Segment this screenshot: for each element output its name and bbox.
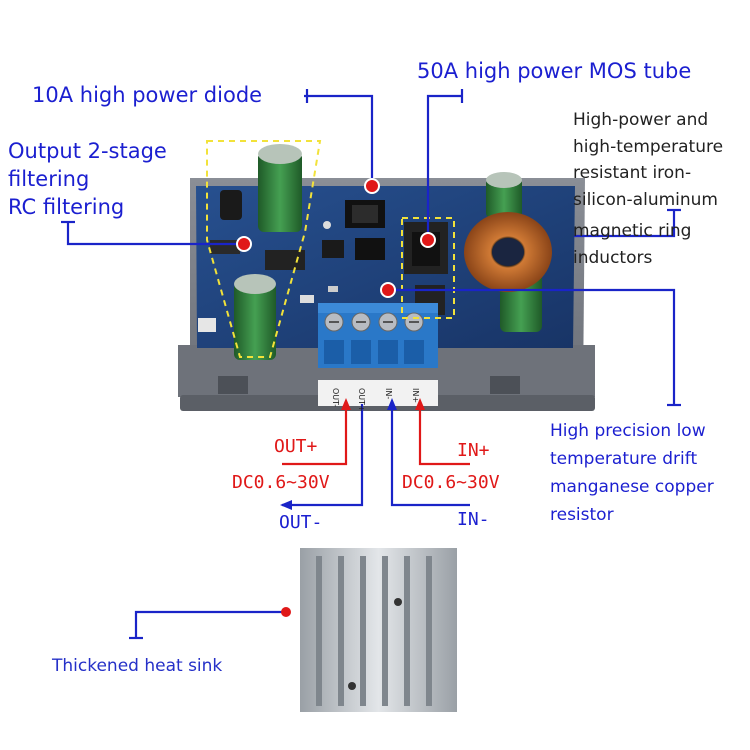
in-plus-label: IN+ <box>457 440 490 461</box>
inductor-callout-line5: magnetic ring <box>573 221 692 241</box>
resistor-callout-line3: manganese copper <box>550 477 714 497</box>
inductor-coil <box>464 212 552 292</box>
out-plus-arrow-icon <box>341 398 351 410</box>
inductor-callout-line4: silicon-aluminum <box>573 190 718 210</box>
resistor-callout-line2: temperature drift <box>550 449 698 469</box>
leader-lines <box>61 89 681 640</box>
resistor-marker-icon <box>380 282 396 298</box>
out-plus-label: OUT+ <box>274 436 318 457</box>
pin-label-in-plus: IN+ <box>411 388 420 404</box>
inductor-callout-line3: resistant iron- <box>573 163 692 183</box>
in-range-label: DC0.6~30V <box>402 472 500 493</box>
inductor-callout-line6: inductors <box>573 248 653 268</box>
mos-callout: 50A high power MOS tube <box>417 59 692 83</box>
filter-callout-line2: filtering <box>8 167 90 191</box>
mos-marker-icon <box>420 232 436 248</box>
pin-label-in-minus: IN- <box>384 388 393 400</box>
terminal-block <box>318 303 438 406</box>
filter-callout-line1: Output 2-stage <box>8 139 167 163</box>
out-minus-arrow-icon <box>280 500 292 510</box>
terminal-arrows <box>282 404 470 466</box>
inductor-callout-line2: high-temperature <box>573 137 724 157</box>
resistor-callout-line1: High precision low <box>550 421 706 441</box>
heatsink-marker-icon <box>281 607 291 617</box>
capacitors <box>220 144 542 360</box>
pin-label-out-plus: OUT+ <box>357 388 366 412</box>
heatsink-callout: Thickened heat sink <box>52 656 223 676</box>
resistor-callout-line4: resistor <box>550 505 614 525</box>
diode-callout: 10A high power diode <box>32 83 263 107</box>
out-range-label: DC0.6~30V <box>232 472 330 493</box>
diode-marker-icon <box>364 178 380 194</box>
in-minus-arrow-icon <box>387 398 397 410</box>
heat-sink <box>300 548 457 712</box>
arrow-heads <box>280 398 425 510</box>
in-minus-label: IN- <box>457 509 490 530</box>
in-plus-arrow-icon <box>415 398 425 410</box>
markers <box>236 178 436 617</box>
out-minus-label: OUT- <box>279 512 323 533</box>
inductor-callout-line1: High-power and <box>573 110 709 130</box>
filter-marker-icon <box>236 236 252 252</box>
filter-callout-line3: RC filtering <box>8 195 125 219</box>
pin-label-out-minus: OUT- <box>331 388 340 408</box>
